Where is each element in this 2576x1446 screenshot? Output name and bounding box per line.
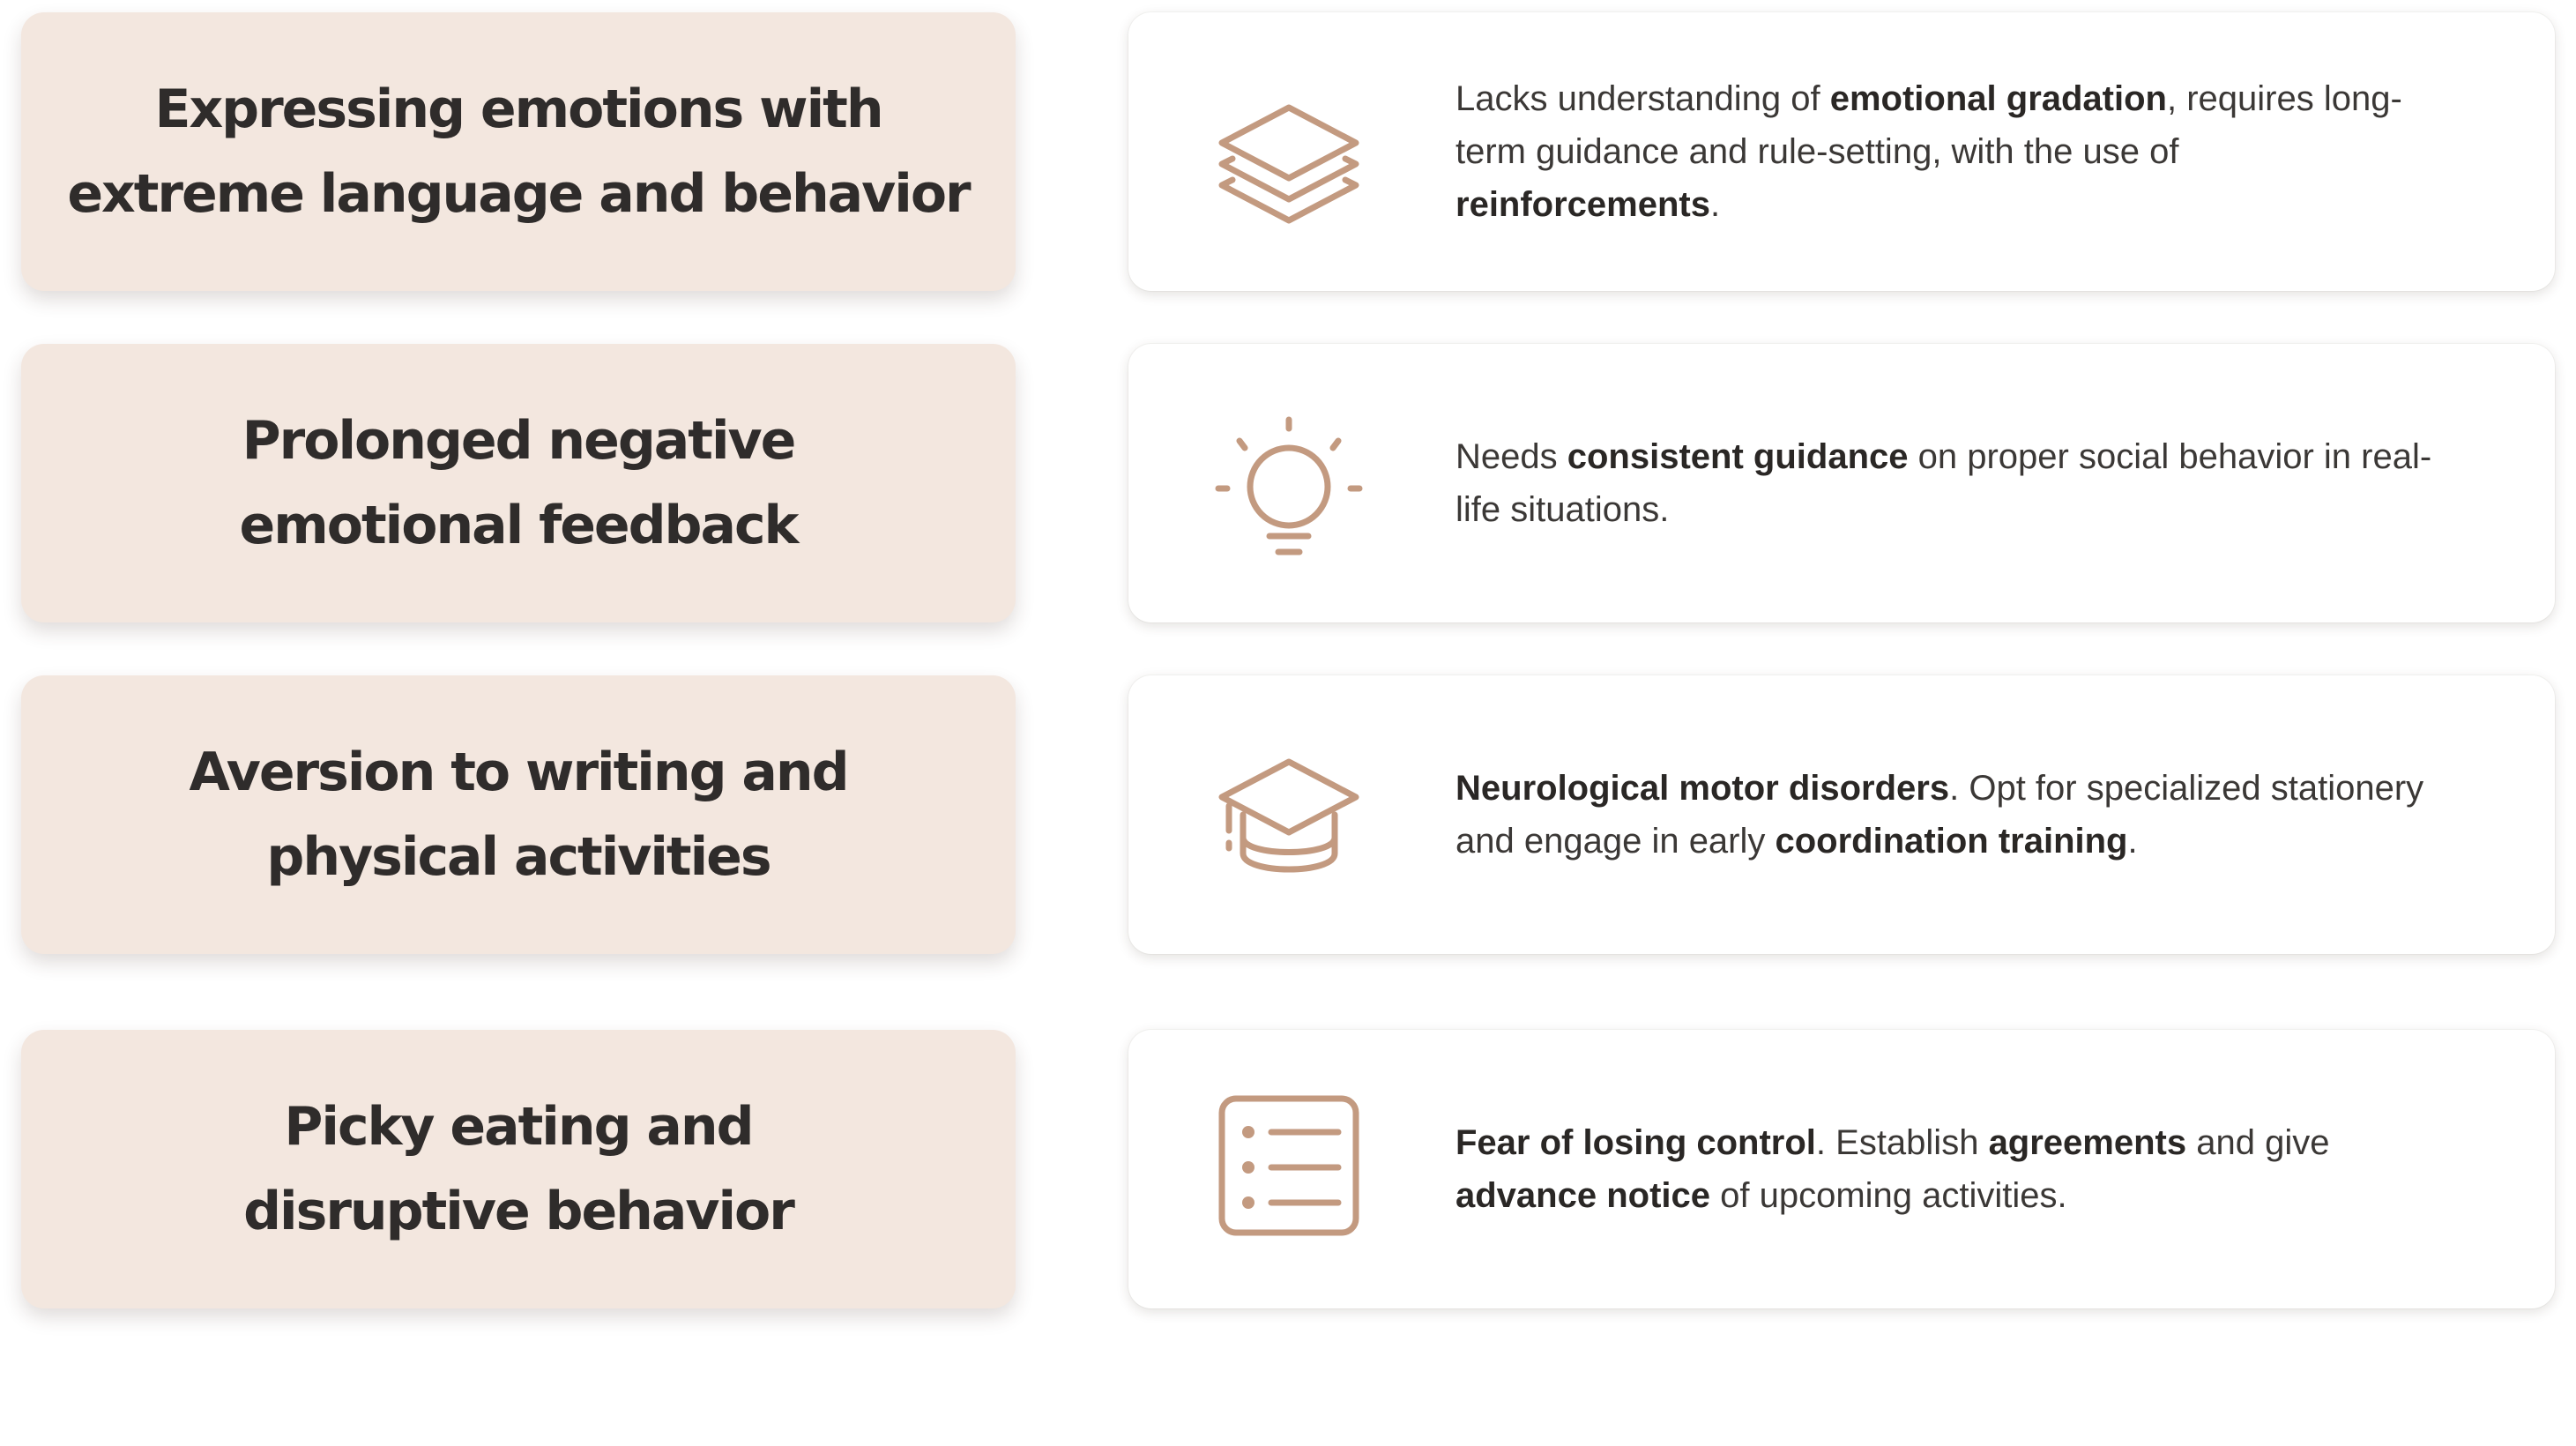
issue-label: Aversion to writing and physical activit… [189,742,849,888]
layers-icon [1210,69,1368,227]
issue-card: Aversion to writing and physical activit… [21,675,1016,954]
row-aversion-writing: Aversion to writing and physical activit… [0,675,2576,954]
issue-card: Picky eating and disruptive behavior [21,1030,1016,1308]
lightbulb-icon [1210,400,1368,559]
guidance-card: Lacks understanding of emotional gradati… [1128,12,2555,291]
issue-card: Prolonged negative emotional feedback [21,344,1016,622]
guidance-text: Fear of losing control. Establish agreem… [1456,1030,2449,1308]
text-segment: . [2127,822,2138,861]
bold-segment: agreements [1988,1123,2187,1162]
bold-segment: consistent guidance [1567,437,1909,476]
text-segment: . Establish [1815,1123,1989,1162]
text-segment: Lacks understanding of [1456,79,1830,118]
text-segment: . [1709,185,1721,224]
bold-segment: coordination training [1775,822,2128,861]
graduation-cap-icon [1210,732,1368,891]
guidance-card: Neurological motor disorders. Opt for sp… [1128,675,2555,954]
text-segment: , requires long-term guidance and rule-s… [1456,79,2402,171]
guidance-paragraph: Needs consistent guidance on proper soci… [1456,430,2449,536]
guidance-text: Neurological motor disorders. Opt for sp… [1456,675,2449,954]
row-picky-eating: Picky eating and disruptive behavior Fea… [0,1030,2576,1308]
issue-label: Picky eating and disruptive behavior [243,1096,795,1242]
guidance-text: Lacks understanding of emotional gradati… [1456,12,2449,291]
issue-card: Expressing emotions with extreme languag… [21,12,1016,291]
guidance-paragraph: Neurological motor disorders. Opt for sp… [1456,762,2449,868]
bold-segment: Fear of losing control [1456,1123,1816,1162]
issue-label: Expressing emotions with extreme languag… [67,78,971,225]
text-segment: of upcoming activities. [1710,1176,2067,1215]
text-segment: Needs [1456,437,1567,476]
guidance-text: Needs consistent guidance on proper soci… [1456,344,2449,622]
bold-segment: reinforcements [1456,185,1710,224]
bold-segment: emotional gradation [1829,79,2167,118]
text-segment: and give [2186,1123,2330,1162]
guidance-card: Fear of losing control. Establish agreem… [1128,1030,2555,1308]
issue-label: Prolonged negative emotional feedback [239,410,800,556]
guidance-card: Needs consistent guidance on proper soci… [1128,344,2555,622]
row-extreme-language: Expressing emotions with extreme languag… [0,12,2576,291]
row-negative-feedback: Prolonged negative emotional feedback Ne… [0,344,2576,622]
text-segment: on proper social behavior in real-life s… [1456,437,2432,529]
guidance-paragraph: Fear of losing control. Establish agreem… [1456,1116,2449,1222]
guidance-paragraph: Lacks understanding of emotional gradati… [1456,72,2449,231]
bold-segment: advance notice [1456,1176,1711,1215]
list-icon [1210,1086,1368,1245]
text-segment: . Opt for specialized stationery and eng… [1456,769,2424,861]
bold-segment: Neurological motor disorders [1456,769,1950,808]
